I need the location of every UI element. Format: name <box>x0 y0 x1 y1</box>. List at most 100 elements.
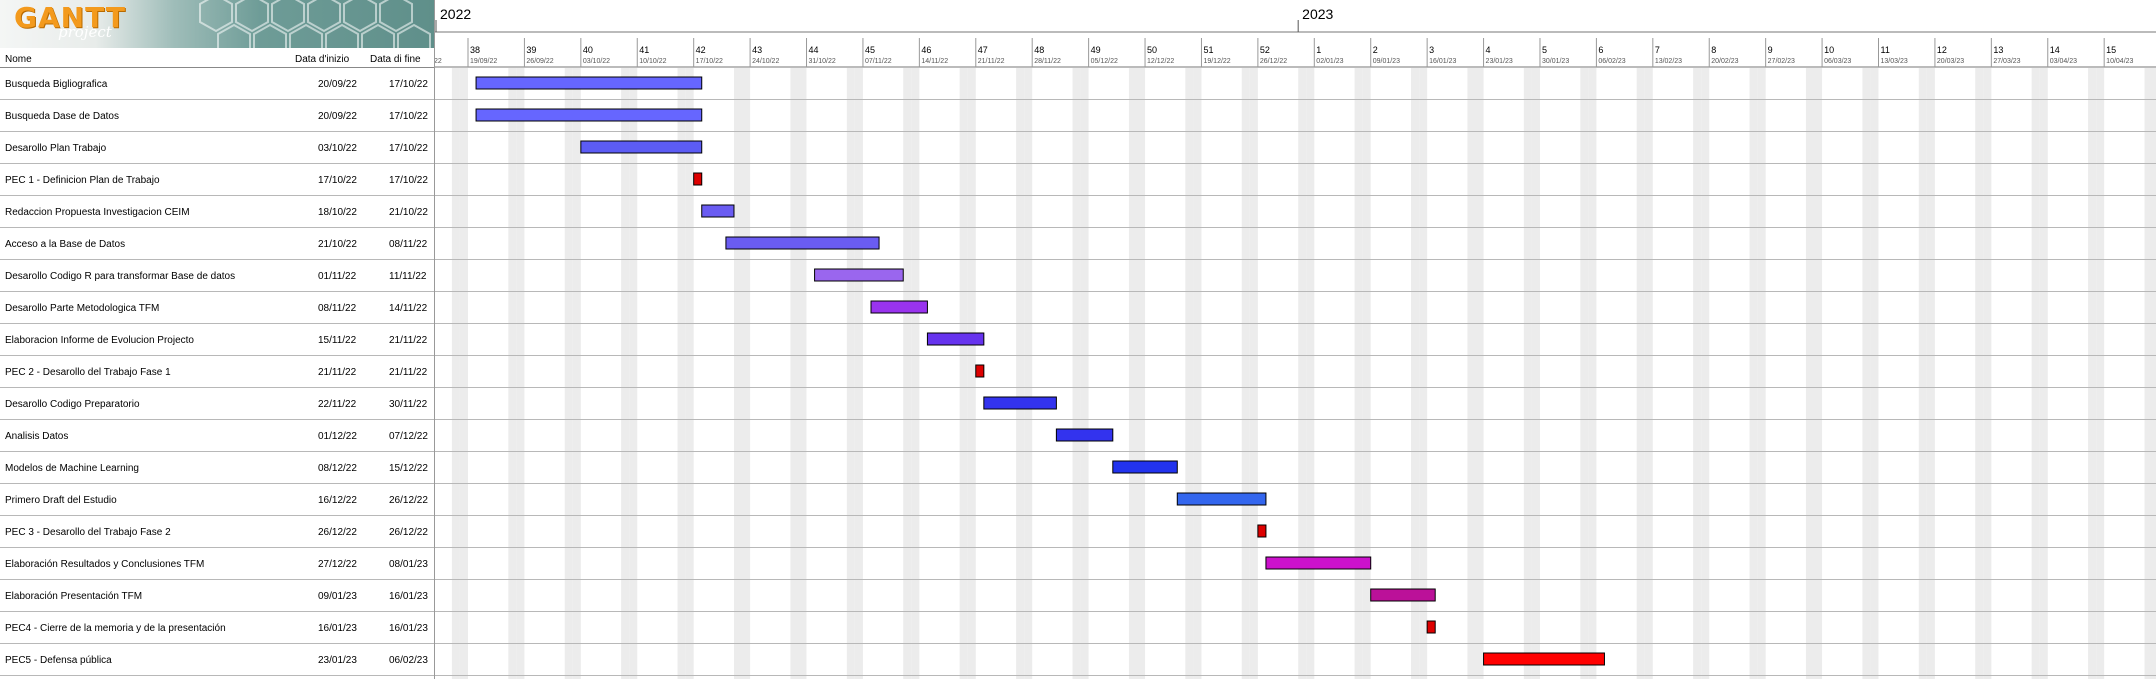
weekend-shade <box>1588 68 1597 679</box>
task-end-date: 17/10/22 <box>389 79 428 90</box>
task-name: PEC4 - Cierre de la memoria y de la pres… <box>5 623 226 634</box>
task-bar[interactable] <box>814 268 904 282</box>
task-bar[interactable] <box>580 140 703 154</box>
week-number-label: 52 <box>1259 45 1270 55</box>
task-bar[interactable] <box>926 332 985 346</box>
task-bar[interactable] <box>1112 460 1178 474</box>
week-date-label: 13/02/23 <box>1654 58 1683 65</box>
milestone-bar[interactable] <box>975 364 985 378</box>
pane-divider[interactable] <box>434 0 435 679</box>
task-bar[interactable] <box>1265 556 1372 570</box>
weekend-shade <box>2144 68 2153 679</box>
week-number-label: 49 <box>1090 45 1101 55</box>
logo-wordmark: GANTT <box>14 1 126 34</box>
row-divider <box>0 547 2156 548</box>
weekend-shade <box>564 68 573 679</box>
column-header-end[interactable]: Data di fine <box>370 54 421 65</box>
milestone-bar[interactable] <box>693 172 703 186</box>
task-name: Desarollo Parte Metodologica TFM <box>5 303 160 314</box>
week-number-label: 14 <box>2049 45 2060 55</box>
task-start-date: 21/10/22 <box>318 239 357 250</box>
task-bar[interactable] <box>1055 428 1114 442</box>
task-end-date: 16/01/23 <box>389 623 428 634</box>
task-row[interactable]: Elaboración Resultados y Conclusiones TF… <box>0 548 2156 580</box>
task-bar[interactable] <box>870 300 928 314</box>
task-end-date: 17/10/22 <box>389 143 428 154</box>
milestone-bar[interactable] <box>1257 524 1267 538</box>
task-name: Redaccion Propuesta Investigacion CEIM <box>5 207 190 218</box>
logo-subtitle: project <box>58 23 112 41</box>
weekend-shade <box>1354 68 1363 679</box>
task-end-date: 26/12/22 <box>389 495 428 506</box>
week-number-label: 4 <box>1485 45 1491 55</box>
task-row[interactable]: Elaboracion Informe de Evolucion Project… <box>0 324 2156 356</box>
weekend-shade <box>1072 68 1081 679</box>
weekend-shade <box>1693 68 1702 679</box>
weekend-shade <box>685 68 694 679</box>
week-date-label: 06/02/23 <box>1598 58 1626 65</box>
task-bar[interactable] <box>1483 652 1605 666</box>
year-label: 2023 <box>1302 6 1334 22</box>
task-bar[interactable] <box>725 236 880 250</box>
week-number-label: 12 <box>1936 45 1947 55</box>
task-bar[interactable] <box>475 108 703 122</box>
row-divider <box>0 291 2156 292</box>
week-number-label: 47 <box>977 45 988 55</box>
task-bar[interactable] <box>1370 588 1436 602</box>
task-bar[interactable] <box>701 204 735 218</box>
week-number-label: 41 <box>639 45 650 55</box>
task-end-date: 08/11/22 <box>389 239 428 250</box>
weekend-shade <box>1475 68 1484 679</box>
week-number-label: 45 <box>864 45 875 55</box>
weekend-shade <box>1975 68 1984 679</box>
week-date-label: 20/03/23 <box>1936 58 1965 65</box>
task-end-date: 14/11/22 <box>389 303 428 314</box>
column-header-name[interactable]: Nome <box>5 54 32 65</box>
week-date-label: 14/11/22 <box>921 58 949 65</box>
week-date-label: 09/01/23 <box>1372 58 1400 65</box>
weekend-shade <box>911 68 920 679</box>
task-name: Primero Draft del Estudio <box>5 495 117 506</box>
column-header-start[interactable]: Data d'inizio <box>295 54 350 65</box>
task-bar[interactable] <box>475 76 703 90</box>
week-number-label: 38 <box>470 45 481 55</box>
task-end-date: 06/02/23 <box>389 655 428 666</box>
row-divider <box>0 643 2156 644</box>
task-start-date: 15/11/22 <box>318 335 357 346</box>
weekend-shade <box>629 68 638 679</box>
weekend-shade <box>1080 68 1089 679</box>
task-start-date: 20/09/22 <box>318 79 357 90</box>
task-row[interactable]: Desarollo Codigo R para transformar Base… <box>0 260 2156 292</box>
milestone-bar[interactable] <box>1426 620 1436 634</box>
task-bar[interactable] <box>1176 492 1267 506</box>
weekend-shade <box>1185 68 1194 679</box>
task-end-date: 11/11/22 <box>389 271 427 282</box>
task-bar[interactable] <box>983 396 1057 410</box>
task-end-date: 17/10/22 <box>389 111 428 122</box>
weekend-shade <box>1749 68 1758 679</box>
weekend-shade <box>1016 68 1025 679</box>
row-divider <box>0 611 2156 612</box>
row-divider <box>0 483 2156 484</box>
weekend-shade <box>1249 68 1258 679</box>
week-number-label: 43 <box>752 45 763 55</box>
task-row[interactable]: PEC4 - Cierre de la memoria y de la pres… <box>0 612 2156 644</box>
task-name: Desarollo Plan Trabajo <box>5 143 107 154</box>
weekend-shade <box>1241 68 1250 679</box>
